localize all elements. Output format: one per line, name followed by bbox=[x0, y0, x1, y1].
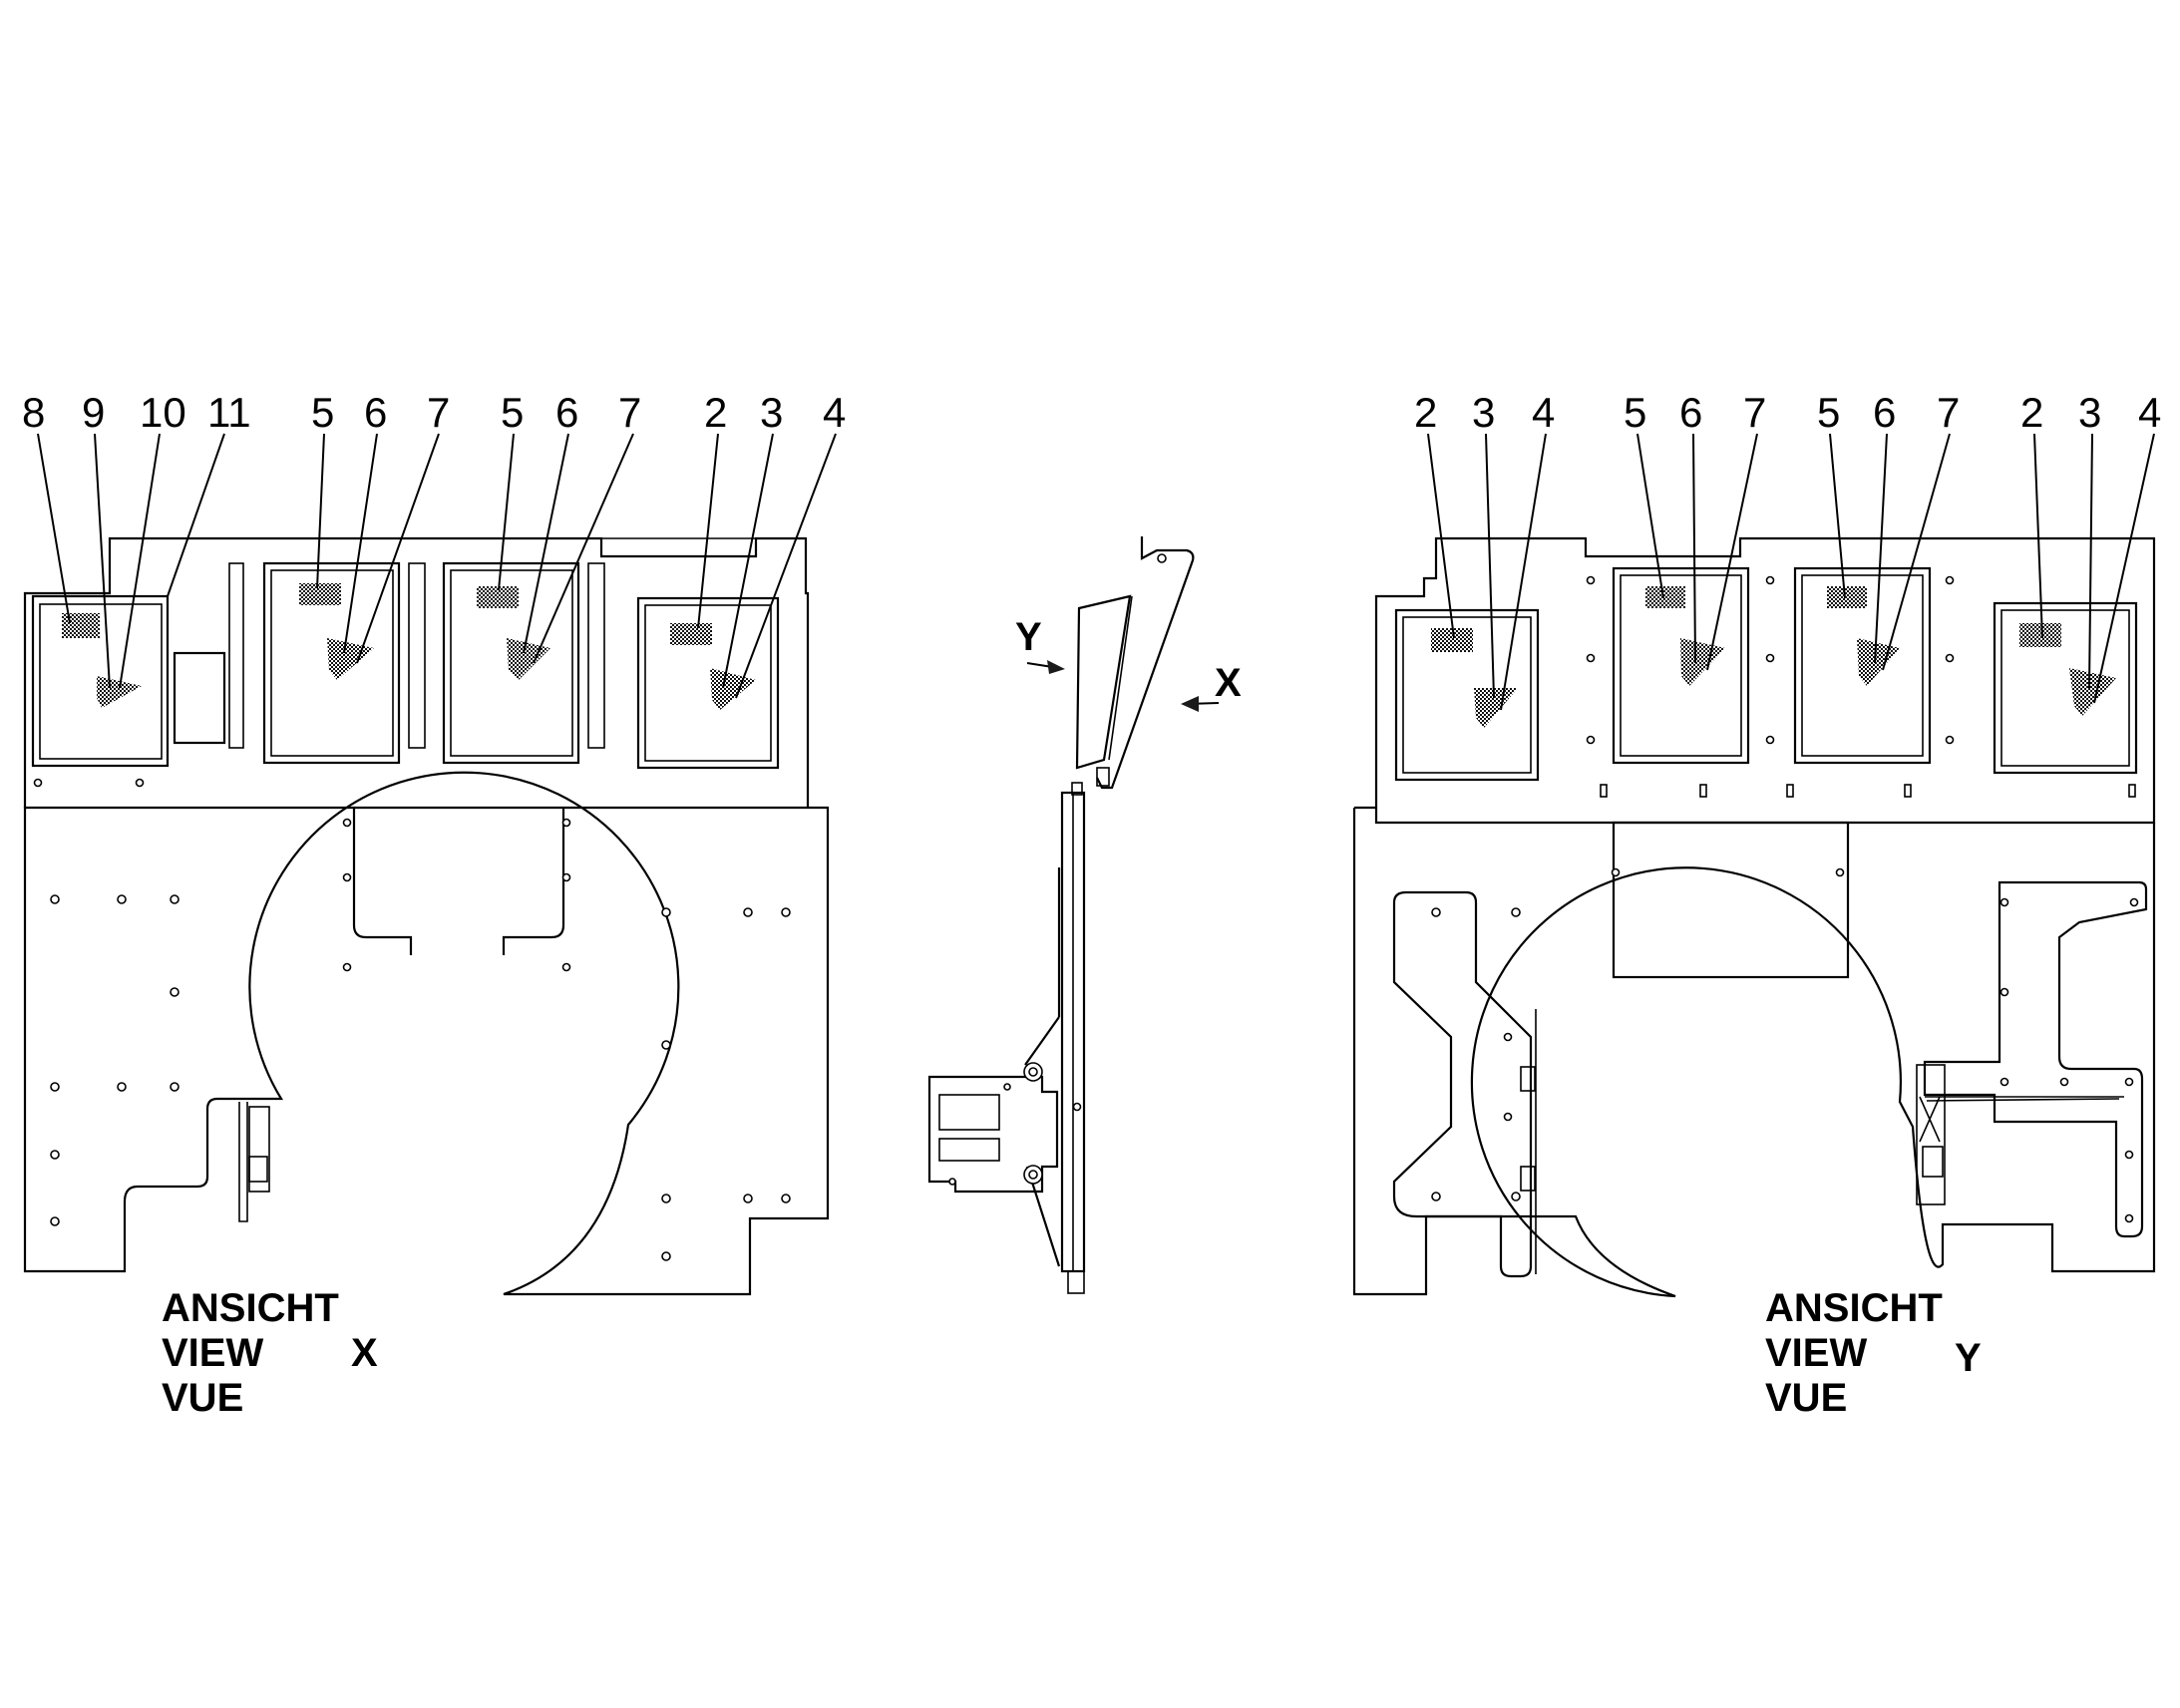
view-x-letter: X bbox=[351, 1331, 378, 1375]
view-x-callout: 9 bbox=[82, 389, 105, 436]
view-x-callout: 5 bbox=[311, 389, 334, 436]
view-y-callout: 6 bbox=[1873, 389, 1896, 436]
view-y-callout: 2 bbox=[2020, 389, 2043, 436]
side-view-bracket bbox=[927, 1075, 1059, 1194]
view-y-caption-line: VUE bbox=[1765, 1376, 1847, 1420]
view-x-plate-4 bbox=[636, 596, 780, 770]
side-view-drawing: Y X bbox=[927, 536, 1242, 1294]
view-y-caption: ANSICHT VIEW VUE Y bbox=[1765, 1286, 1982, 1420]
view-x-callout: 3 bbox=[760, 389, 783, 436]
view-y-callout: 4 bbox=[2138, 389, 2161, 436]
view-y-center-plate bbox=[1612, 821, 1850, 979]
view-arrow-y-label: Y bbox=[1015, 615, 1042, 659]
view-x-callout: 4 bbox=[823, 389, 846, 436]
view-x-drawing: 8 9 10 11 5 6 7 5 6 7 2 3 4 ANSICHT VIEW… bbox=[22, 389, 846, 1420]
view-x-callout: 2 bbox=[704, 389, 727, 436]
view-x-callout: 5 bbox=[501, 389, 524, 436]
view-x-callout: 7 bbox=[618, 389, 641, 436]
view-y-upper-panel bbox=[1374, 536, 2156, 825]
view-x-leaders bbox=[37, 433, 837, 699]
view-y-letter: Y bbox=[1955, 1336, 1982, 1380]
view-y-callout: 6 bbox=[1679, 389, 1702, 436]
view-y-leaders bbox=[1427, 433, 2155, 711]
view-y-plate-1 bbox=[1394, 608, 1540, 782]
view-x-plate-1 bbox=[31, 594, 170, 768]
view-y-plate-3 bbox=[1793, 566, 1932, 765]
view-x-plate-3 bbox=[442, 561, 580, 765]
view-x-plate-small bbox=[173, 651, 226, 745]
view-x-holes bbox=[33, 778, 791, 1261]
view-y-holes bbox=[1431, 575, 2139, 1223]
view-y-callout: 3 bbox=[1472, 389, 1495, 436]
view-arrow-x: X bbox=[1181, 661, 1242, 712]
view-x-callout: 6 bbox=[555, 389, 578, 436]
view-x-callout: 6 bbox=[364, 389, 387, 436]
view-x-callout: 11 bbox=[207, 389, 251, 436]
view-y-caption-line: VIEW bbox=[1765, 1331, 1867, 1375]
view-y-callouts: 2 3 4 5 6 7 5 6 7 2 3 4 bbox=[1414, 389, 2161, 436]
view-y-callout: 4 bbox=[1532, 389, 1555, 436]
view-arrow-x-label: X bbox=[1215, 661, 1242, 705]
view-x-callout: 8 bbox=[22, 389, 45, 436]
view-x-caption-line: VUE bbox=[162, 1376, 243, 1420]
view-x-callout: 7 bbox=[427, 389, 450, 436]
view-y-plate-4 bbox=[1993, 601, 2138, 775]
view-y-callout: 2 bbox=[1414, 389, 1437, 436]
view-x-caption-line: VIEW bbox=[162, 1331, 263, 1375]
view-x-caption: ANSICHT VIEW VUE X bbox=[162, 1286, 378, 1420]
view-x-caption-line: ANSICHT bbox=[162, 1286, 339, 1330]
view-y-callout: 7 bbox=[1743, 389, 1766, 436]
view-y-caption-line: ANSICHT bbox=[1765, 1286, 1943, 1330]
view-x-plate-2 bbox=[262, 561, 401, 765]
view-y-drawing: 2 3 4 5 6 7 5 6 7 2 3 4 ANSICHT VIEW VUE… bbox=[1352, 389, 2161, 1420]
view-x-callouts: 8 9 10 11 5 6 7 5 6 7 2 3 4 bbox=[22, 389, 846, 436]
view-y-slots bbox=[1600, 784, 2136, 798]
view-y-callout: 7 bbox=[1937, 389, 1960, 436]
view-y-callout: 3 bbox=[2078, 389, 2101, 436]
view-y-callout: 5 bbox=[1817, 389, 1840, 436]
view-x-callout: 10 bbox=[140, 389, 186, 436]
view-x-lower-panel bbox=[23, 771, 830, 1296]
view-y-right-bracket bbox=[1923, 880, 2148, 1238]
view-x-upper-panel bbox=[23, 536, 810, 808]
view-y-left-bracket bbox=[1392, 890, 1533, 1278]
view-y-lower-panel bbox=[1352, 806, 2156, 1298]
view-y-callout: 5 bbox=[1624, 389, 1646, 436]
side-view-upper-bracket bbox=[1096, 536, 1195, 790]
view-arrow-y: Y bbox=[1015, 615, 1065, 674]
view-y-plate-2 bbox=[1612, 566, 1750, 765]
